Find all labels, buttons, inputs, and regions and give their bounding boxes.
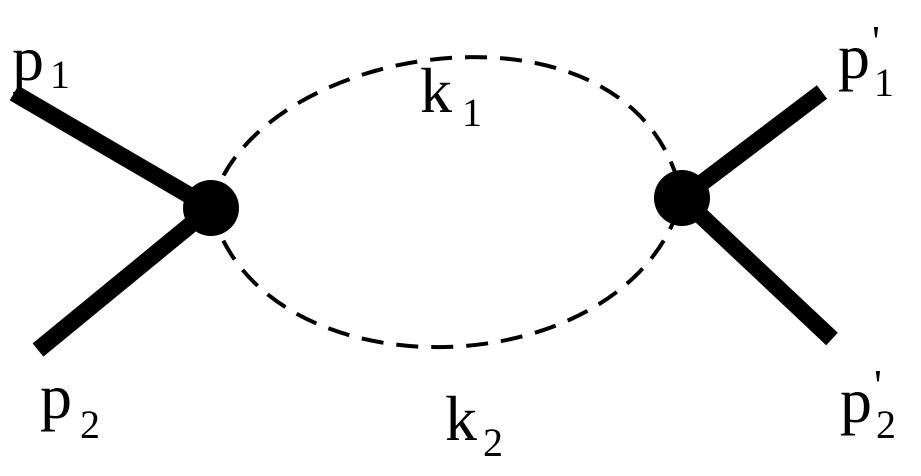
label-p2-prime: p'2 <box>840 361 896 447</box>
incoming-leg-p2 <box>32 201 217 357</box>
propagator-k2-line <box>209 197 684 349</box>
incoming-leg-p1 <box>9 85 216 216</box>
left-vertex <box>183 180 239 236</box>
propagator-k1-line <box>209 55 684 209</box>
label-p1-prime: p'1 <box>838 17 894 105</box>
outgoing-leg-p2-prime <box>676 191 838 346</box>
right-vertex <box>654 170 710 226</box>
outgoing-leg-p1-prime <box>676 85 828 205</box>
